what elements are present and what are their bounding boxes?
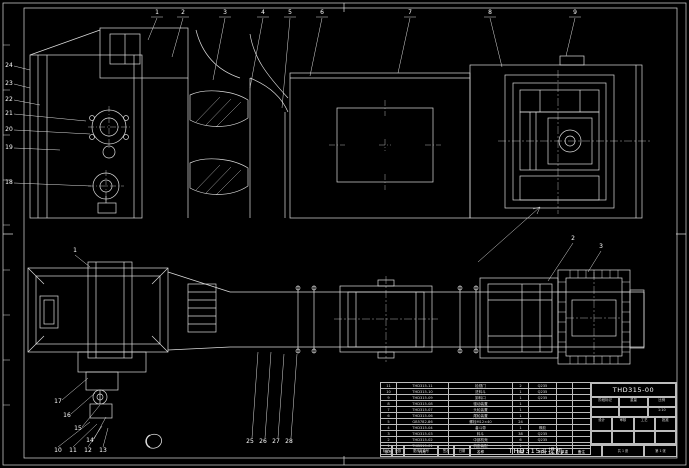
callout-label: 25: [246, 438, 254, 445]
approve-label: 批准: [654, 417, 676, 431]
drawing-number: THD315-00: [591, 383, 676, 397]
callout-label: 15: [74, 425, 82, 432]
side-elevation-view: [29, 27, 650, 263]
design-label: 设计: [591, 417, 613, 431]
bom-header-row: 序号代号名称数量材料单重备注: [380, 448, 591, 455]
callout-label: 3: [599, 243, 603, 250]
stage-label: 阶段标记: [591, 397, 620, 407]
title-strip: 标记 处数 更改文件号 签名 日期 THD315斗提机 共 1 张 第 1 张: [380, 445, 677, 457]
page-label: 第 1 张: [644, 445, 677, 457]
weight-label: 重量: [619, 397, 648, 407]
callout-label: 18: [5, 179, 13, 186]
callout-label: 2: [571, 235, 575, 242]
callout-label: 23: [5, 80, 13, 87]
process-label: 工艺: [633, 417, 655, 431]
callout-label: 9: [573, 9, 577, 16]
callout-label: 1: [73, 247, 77, 254]
callout-label: 7: [408, 9, 412, 16]
callout-label: 19: [5, 144, 13, 151]
sheets-label: 共 1 张: [602, 445, 644, 457]
callout-label: 22: [5, 96, 13, 103]
callout-label: 14: [86, 437, 94, 444]
callout-label: 10: [54, 447, 62, 454]
callout-label: 11: [69, 447, 77, 454]
callout-leaders: [13, 16, 602, 448]
callout-label: 13: [99, 447, 107, 454]
callout-label: 6: [320, 9, 324, 16]
callout-label: 16: [63, 412, 71, 419]
callout-label: 12: [84, 447, 92, 454]
inspection-stamp: [145, 433, 163, 449]
callout-label: 8: [488, 9, 492, 16]
sign-cell: [654, 431, 676, 444]
mark-label: 标记: [380, 445, 392, 457]
callout-label: 4: [261, 9, 265, 16]
callout-label: 17: [54, 398, 62, 405]
count-label: 处数: [392, 445, 404, 457]
drawing-name: THD315斗提机: [470, 445, 602, 457]
scale-label: 比例: [647, 397, 676, 407]
callout-label: 27: [272, 438, 280, 445]
callout-label: 3: [223, 9, 227, 16]
check-label: 审核: [612, 417, 634, 431]
callout-label: 2: [181, 9, 185, 16]
plan-view: [27, 261, 645, 419]
callout-label: 1: [155, 9, 159, 16]
weight-value: [619, 407, 648, 417]
callout-label: 5: [288, 9, 292, 16]
callout-label: 28: [285, 438, 293, 445]
stage-value: [591, 407, 620, 417]
callout-label: 20: [5, 126, 13, 133]
sign-cell: [591, 431, 613, 444]
sign-cell: [612, 431, 634, 444]
scale-value: 1:10: [647, 407, 676, 417]
title-block: THD315-00 阶段标记 重量 比例 1:10 设计 审核 工艺 批准: [590, 382, 677, 445]
callout-label: 21: [5, 110, 13, 117]
sign-label: 签名: [438, 445, 454, 457]
callout-label: 26: [259, 438, 267, 445]
doc-label: 更改文件号: [404, 445, 438, 457]
date-label: 日期: [454, 445, 470, 457]
callout-label: 24: [5, 62, 13, 69]
sign-cell: [633, 431, 655, 444]
